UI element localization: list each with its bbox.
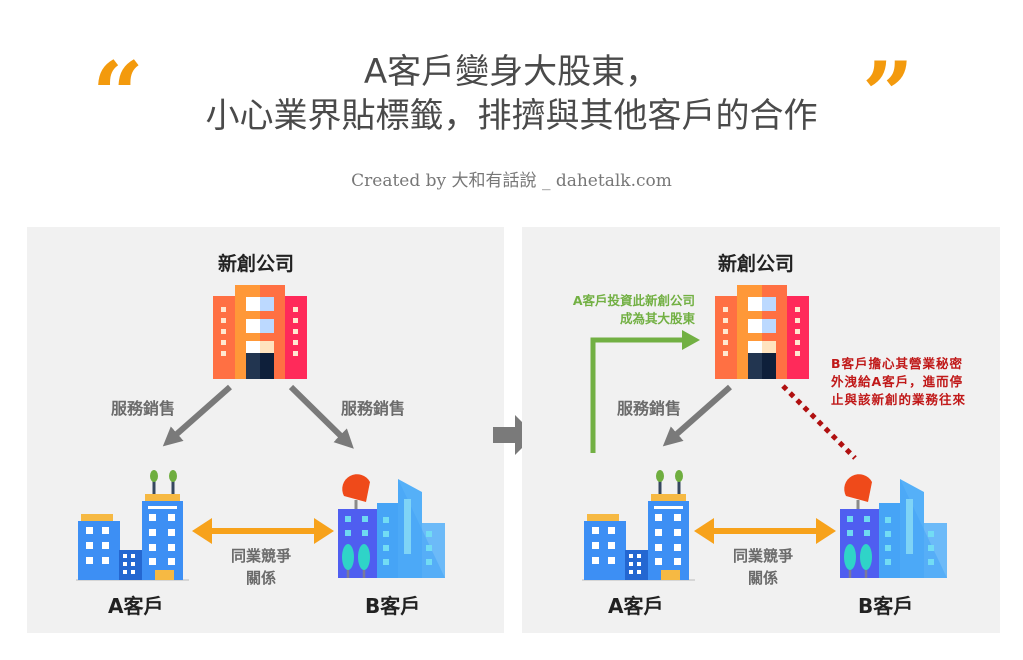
service-sale-label-left: 服務銷售 [111, 399, 176, 418]
title-line-2: 小心業界貼標籤，排擠與其他客戶的合作 [205, 96, 818, 136]
close-quote-mark: ” [862, 42, 914, 148]
service-sale-arrow-to-a [162, 384, 232, 447]
title-line-1: A客戶變身大股東， [363, 52, 660, 92]
concern-note-line1: B客戶擔心其營業秘密 [831, 356, 964, 371]
competition-label-line2: 關係 [245, 569, 276, 587]
competition-label-right-line2: 關係 [747, 569, 778, 587]
competition-label-line1: 同業競爭 [230, 547, 291, 565]
client-b-label-right: B客戶 [858, 594, 914, 618]
competition-double-arrow [192, 518, 334, 544]
concern-note-line2: 外洩給A客戶，進而停 [831, 374, 964, 389]
service-sale-label-right: 服務銷售 [341, 399, 406, 418]
investment-note-line2: 成為其大股東 [619, 311, 695, 326]
competition-label: 同業競爭 關係 [211, 545, 311, 589]
client-a-label-right: A客戶 [608, 594, 664, 618]
service-sale-label-right-panel: 服務銷售 [617, 399, 682, 418]
client-a-label: A客戶 [108, 594, 164, 618]
client-b-building-icon-right [838, 472, 949, 580]
terminated-relation-dotted-line [781, 384, 857, 460]
startup-label: 新創公司 [218, 253, 295, 275]
investment-arrow [590, 330, 700, 453]
competition-double-arrow-right [694, 518, 836, 544]
service-sale-arrow-to-b [288, 384, 354, 449]
client-a-building-icon-right [580, 468, 697, 582]
competition-label-right: 同業競爭 關係 [713, 545, 813, 589]
competition-label-right-line1: 同業競爭 [732, 547, 793, 565]
concern-note: B客戶擔心其營業秘密 外洩給A客戶，進而停 止與該新創的業務往來 [831, 355, 966, 409]
client-b-label: B客戶 [365, 594, 421, 618]
investment-note: A客戶投資此新創公司 成為其大股東 [548, 292, 695, 328]
service-sale-arrow-to-a-right [662, 384, 732, 447]
credit-text: Created by 大和有話說 _ dahetalk.com [351, 171, 672, 191]
startup-label-right: 新創公司 [718, 253, 795, 275]
open-quote-mark: “ [92, 42, 144, 148]
investment-note-line1: A客戶投資此新創公司 [572, 293, 695, 308]
concern-note-line3: 止與該新創的業務往來 [831, 392, 967, 407]
